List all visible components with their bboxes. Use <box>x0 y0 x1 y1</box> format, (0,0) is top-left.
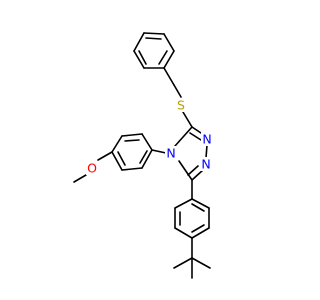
bond <box>121 133 143 137</box>
atom-label-oxygen: O <box>86 161 99 176</box>
bond-o-methyl <box>73 174 87 183</box>
bond-s-c5 <box>182 111 193 128</box>
double-bond <box>117 151 126 166</box>
double-bond <box>139 150 148 164</box>
triazole-ring <box>174 126 208 181</box>
bond <box>191 198 210 209</box>
double-bond <box>191 224 205 233</box>
double-bond <box>145 37 162 40</box>
svg-text:S: S <box>177 98 185 113</box>
bond <box>174 227 193 239</box>
svg-text:N: N <box>202 132 211 147</box>
bond <box>111 151 123 171</box>
bond-n4-aryl <box>151 149 167 154</box>
bond <box>174 198 193 209</box>
bond <box>163 33 175 52</box>
bond <box>143 32 165 35</box>
bond-aryl-o <box>97 151 113 161</box>
bond <box>121 167 143 171</box>
tert-butylphenyl-ring <box>174 198 210 239</box>
bond <box>133 50 145 69</box>
atom-label-n2: N <box>200 157 213 172</box>
bond-n1-n2 <box>205 144 208 159</box>
double-bond <box>138 50 147 65</box>
bond <box>163 50 175 69</box>
bond <box>141 149 153 169</box>
svg-text:N: N <box>201 157 210 172</box>
double-bond <box>158 50 168 65</box>
methoxyphenyl-ring <box>111 133 153 171</box>
bond <box>111 135 123 153</box>
double-bond-n2-c3 <box>191 169 204 181</box>
double-bond <box>124 139 140 142</box>
double-bond-n2-c3-inner <box>187 165 199 176</box>
molecule-structure: S N N N O <box>73 32 214 279</box>
bond <box>191 227 210 239</box>
svg-text:O: O <box>87 161 97 176</box>
atom-label-n1: N <box>201 132 214 147</box>
atom-label-n4: N <box>165 146 178 161</box>
double-bond-c5-n1-inner <box>189 132 202 141</box>
bond-ch2-s <box>173 84 182 98</box>
bond <box>141 133 153 151</box>
bond-methyl-right <box>191 257 211 269</box>
bond <box>133 32 145 52</box>
double-bond <box>191 203 205 212</box>
bond-n4-c5 <box>174 126 193 147</box>
benzyl-phenyl-ring <box>133 32 175 69</box>
bond-methyl-left <box>173 257 193 269</box>
svg-text:N: N <box>166 146 175 161</box>
atom-label-sulfur: S <box>175 98 187 113</box>
bond-ring-ch2 <box>163 67 175 86</box>
bond-c3-n4 <box>178 160 193 181</box>
